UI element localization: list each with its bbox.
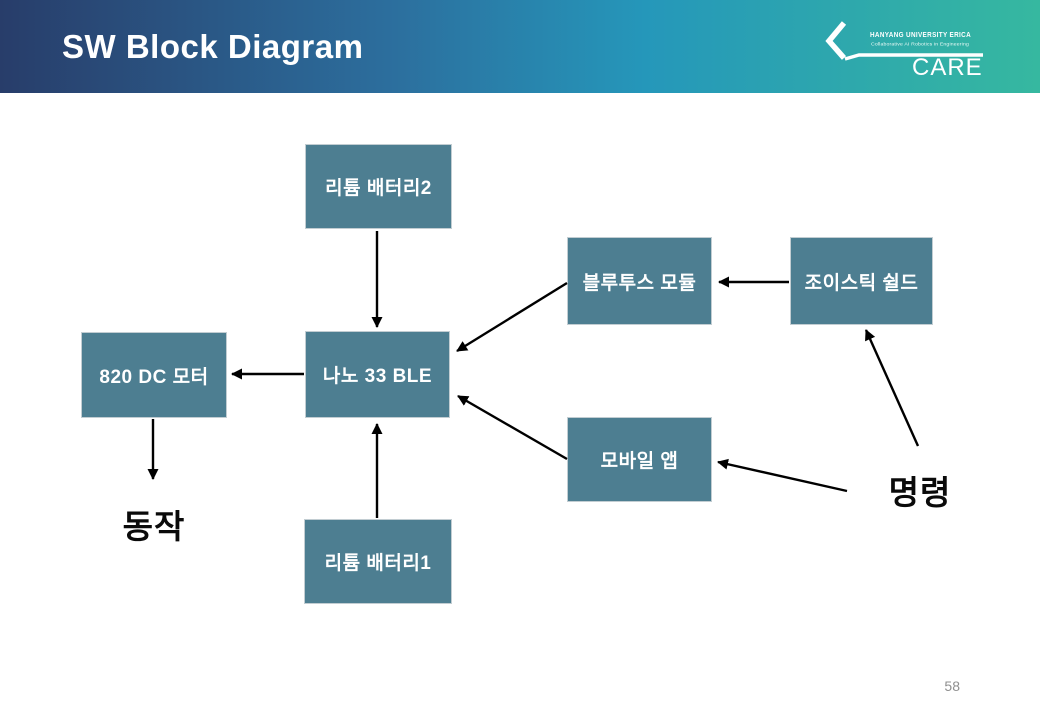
arrow-command-to-joystick: [864, 329, 920, 447]
header-bar: SW Block Diagram HANYANG UNIVERSITY ERIC…: [0, 0, 1040, 93]
block-nano-33-ble: 나노 33 BLE: [305, 331, 450, 418]
label-action: 동작: [122, 508, 186, 545]
arrow-command-to-mobile: [717, 458, 848, 493]
block-dc-motor-820: 820 DC 모터: [81, 332, 227, 418]
block-mobile-app: 모바일 앱: [567, 417, 712, 502]
label-command: 명령: [888, 474, 952, 511]
logo-brand: CARE: [912, 54, 983, 81]
page-title: SW Block Diagram: [62, 27, 364, 65]
block-lithium-battery-2: 리튬 배터리2: [305, 144, 452, 229]
arrow-mobile-to-nano: [457, 394, 568, 461]
block-joystick-shield: 조이스틱 쉴드: [790, 237, 933, 325]
logo-tagline: Collaborative AI Robotics in Engineering: [871, 42, 969, 48]
chevron-icon: [825, 21, 983, 61]
page-number: 58: [944, 678, 960, 694]
arrow-bluetooth-to-nano: [456, 281, 568, 353]
logo-university-name: HANYANG UNIVERSITY ERICA: [870, 30, 971, 39]
block-bluetooth-module: 블루투스 모듈: [567, 237, 712, 325]
block-lithium-battery-1: 리튬 배터리1: [304, 519, 452, 604]
care-logo: HANYANG UNIVERSITY ERICA Collaborative A…: [825, 21, 983, 81]
